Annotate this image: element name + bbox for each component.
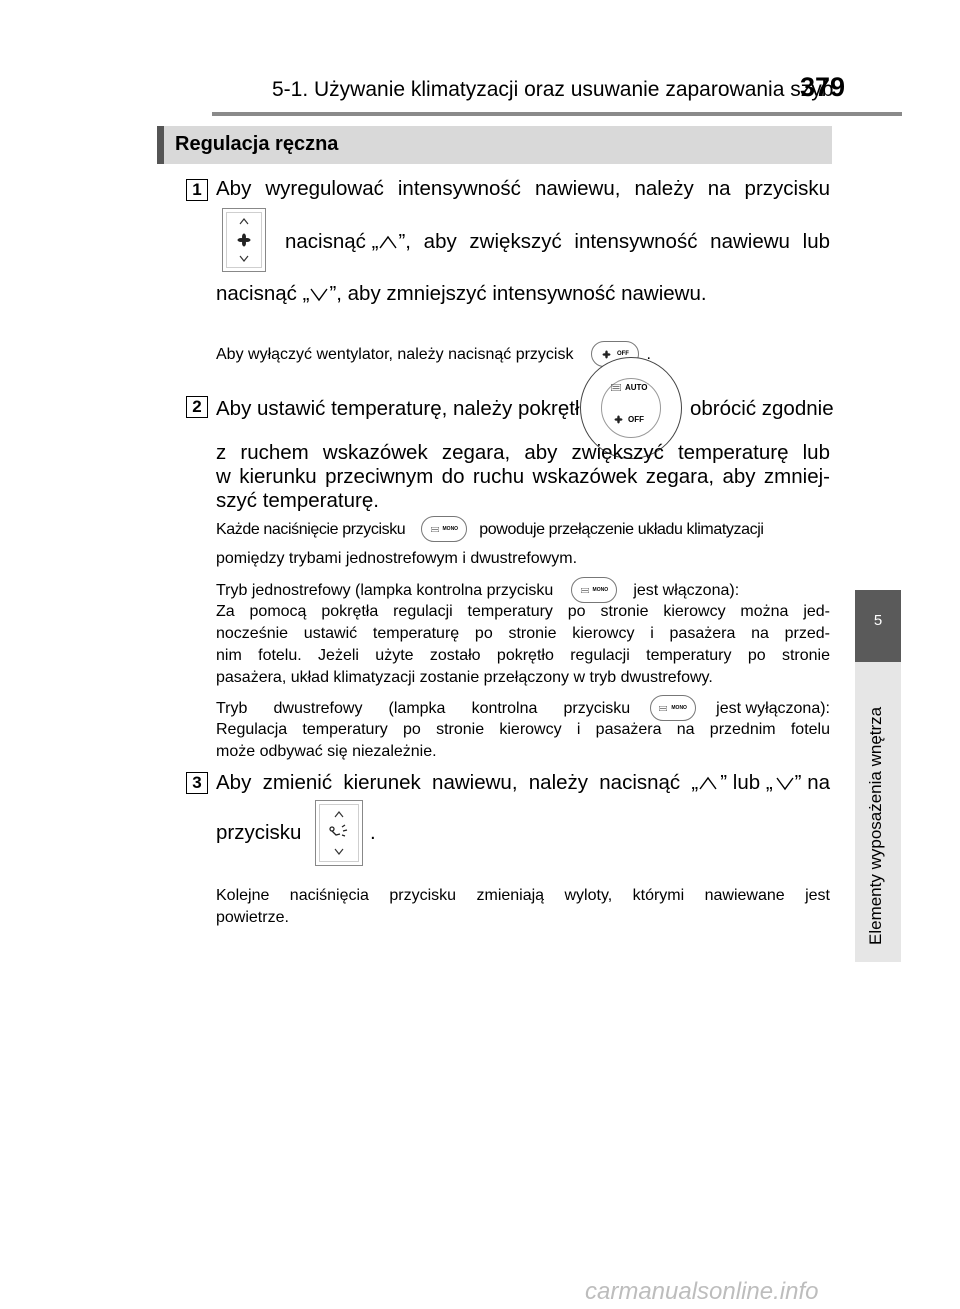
section-title-marker: [157, 126, 164, 164]
step-2-line-2: z ruchem wskazówek zegara, aby zwiększyć…: [216, 441, 830, 464]
step-2-line-1-pre: Aby ustawić temperaturę, należy pokrętło: [216, 397, 591, 420]
step-3-line-2-post: .: [370, 821, 376, 844]
step-3-line-1-post: ” na: [794, 771, 830, 794]
step-1-line-1: Aby wyregulować intensywność nawiewu, na…: [216, 177, 830, 200]
step-2-line-4: szyć temperaturę.: [216, 489, 379, 512]
temperature-dial-icon: AUTO OFF: [580, 357, 682, 459]
section-title: Regulacja ręczna: [175, 133, 339, 155]
chevron-up-icon: [699, 776, 717, 790]
step-2-line-3: w kierunku przeciwnym do ruchu wskazówek…: [216, 465, 830, 488]
chevron-down-icon: [776, 777, 794, 791]
auto-lamp-icon: [611, 384, 621, 391]
step-2-note-2-post: jest włączona):: [633, 581, 740, 599]
mono-label: MONO: [671, 704, 687, 711]
step-2-note-2-pre: Tryb jednostrefowy (lampka kontrolna prz…: [216, 581, 554, 599]
step-2-note-2: Tryb jednostrefowy (lampka kontrolna prz…: [216, 577, 739, 603]
step-3-note-line-2: powietrze.: [216, 909, 289, 926]
step-1-line-3-post: ”, aby zmniejszyć intensywność nawiewu.: [329, 282, 707, 305]
section-title-bar: [157, 126, 832, 164]
dial-auto-label: AUTO: [625, 383, 648, 392]
step-number-1: 1: [186, 179, 208, 201]
step-2-note-3-line-3: może odbywać się niezależnie.: [216, 743, 437, 760]
step-number-3: 3: [186, 772, 208, 794]
chapter-label: Elementy wyposażenia wnętrza: [866, 706, 885, 945]
mono-button-icon: MONO: [650, 695, 697, 721]
dial-off-label: OFF: [628, 415, 644, 424]
step-2-note-1-line-2: pomiędzy trybami jednostrefowym i dwustr…: [216, 550, 578, 567]
mono-button-icon: MONO: [571, 577, 618, 603]
step-3-line-1-pre: Aby zmienić kierunek nawiewu, należy nac…: [216, 771, 699, 794]
mono-label: MONO: [592, 586, 609, 593]
step-2-note-1-pre: Każde naciśnięcie przycisku: [216, 520, 406, 538]
step-1-note-post: .: [646, 345, 651, 363]
chapter-tab-label-area: [855, 662, 901, 962]
step-2-note-2-line-2: Za pomocą pokrętła regulacji temperatury…: [216, 603, 830, 620]
step-3-note-line-1: Kolejne naciśnięcia przycisku zmieniają …: [216, 887, 830, 904]
step-2-note-1-post: powoduje przełączenie układu klimatyzacj…: [479, 520, 764, 538]
step-2-note-2-line-4: nim fotelu. Jeżeli użyte zostało pokrętł…: [216, 647, 830, 664]
step-2-note-2-line-3: nocześnie ustawić temperaturę po stronie…: [216, 625, 830, 642]
header-divider: [212, 112, 902, 116]
dial-off-row: OFF: [614, 415, 644, 424]
mono-lamp-icon: [580, 587, 589, 593]
dial-auto-row: AUTO: [611, 383, 648, 392]
fan-off-label: OFF: [616, 350, 629, 357]
mono-label: MONO: [442, 525, 459, 532]
step-2-note-3-post: jest wyłączona):: [716, 699, 830, 717]
step-1-line-2: nacisnąć „ ”, aby zwiększyć intensywność…: [285, 229, 830, 255]
step-number-2: 2: [186, 396, 208, 418]
fan-icon: [602, 350, 611, 358]
step-2-note-2-line-5: pasażera, układ klimatyzacji zostanie pr…: [216, 669, 713, 686]
step-1-line-2-pre: nacisnąć „: [285, 230, 379, 253]
chapter-tab: [855, 590, 901, 662]
header-title: 5-1. Używanie klimatyzacji oraz usuwanie…: [272, 78, 834, 101]
step-2-line-1-post: obrócić zgodnie: [690, 397, 834, 420]
step-1-line-3-pre: nacisnąć „: [216, 282, 310, 305]
step-1-note: Aby wyłączyć wentylator, należy nacisnąć…: [216, 341, 651, 367]
step-3-line-1: Aby zmienić kierunek nawiewu, należy nac…: [216, 770, 830, 796]
step-1-line-3: nacisnąć „ ”, aby zmniejszyć intensywnoś…: [216, 281, 707, 307]
mono-lamp-icon: [430, 526, 439, 532]
mono-lamp-icon: [659, 705, 668, 711]
step-1-line-2-post: ”, aby zwiększyć intensywność nawiewu lu…: [398, 230, 830, 253]
chevron-up-icon: [379, 235, 398, 249]
step-2-note-3-line-2: Regulacja temperatury po stronie kierowc…: [216, 721, 830, 738]
chapter-number: 5: [873, 612, 883, 629]
fan-icon: [614, 415, 623, 424]
mono-button-icon: MONO: [421, 516, 468, 542]
step-3-line-2-pre: przycisku: [216, 821, 302, 844]
step-3-line-1-mid: ” lub „: [720, 771, 773, 794]
temperature-dial-inner: [601, 378, 661, 438]
chevron-down-icon: [310, 288, 329, 302]
watermark: carmanualsonline.info: [585, 1278, 819, 1305]
step-2-note-3: Tryb dwustrefowy (lampka kontrolna przyc…: [216, 695, 830, 721]
airflow-mode-button-icon: [315, 800, 363, 866]
fan-speed-button-icon: [222, 208, 266, 272]
page-number: 379: [800, 72, 846, 102]
step-1-note-pre: Aby wyłączyć wentylator, należy nacisnąć…: [216, 345, 574, 363]
step-2-note-3-pre: Tryb dwustrefowy (lampka kontrolna przyc…: [216, 699, 631, 717]
step-2-note-1: Każde naciśnięcie przycisku MONO powoduj…: [216, 516, 830, 542]
